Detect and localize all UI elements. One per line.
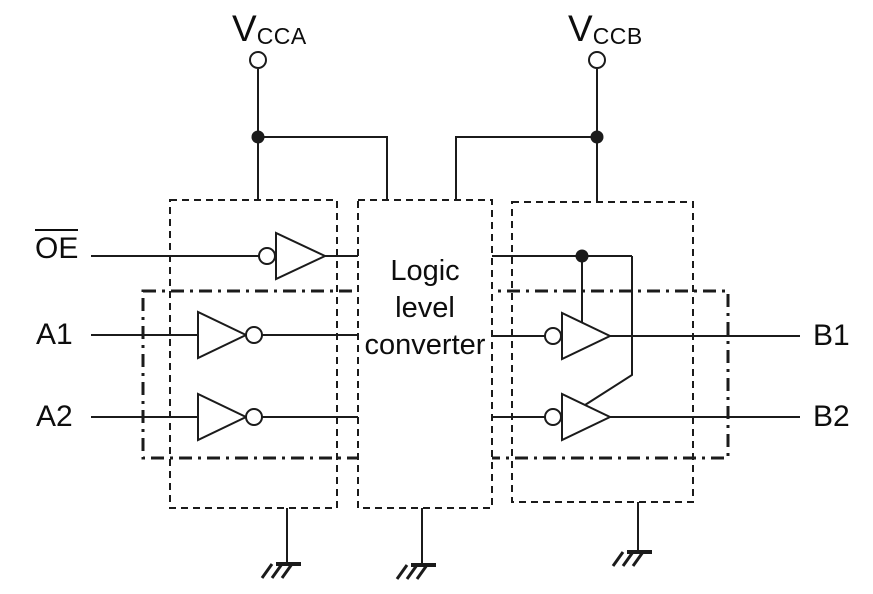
vccb-label: VCCB (568, 10, 643, 55)
vcca-branch-wire (258, 136, 388, 200)
ground-hatches (611, 551, 645, 567)
vccb-subscript: CCB (592, 23, 643, 49)
a1-port-label: A1 (36, 318, 73, 351)
ground-symbol-b-side (611, 502, 652, 567)
vcca-label: VCCA (232, 10, 307, 55)
ground-hatches (395, 564, 429, 580)
enable-junction-dot (575, 249, 589, 263)
a1-buffer (91, 310, 358, 360)
vccb-terminal-circle (588, 51, 606, 69)
vcca-subscript: CCA (256, 23, 307, 49)
a-side-dashed-box (169, 199, 338, 509)
vcca-supply-net (249, 51, 388, 200)
a2-port-label: A2 (36, 400, 73, 433)
b1-port-label: B1 (813, 319, 850, 352)
converter-label-line1: Logic (390, 255, 460, 287)
oe-enable-net (492, 249, 633, 406)
oe-port-label: OE (35, 229, 79, 266)
converter-dashed-box (357, 199, 493, 509)
b2-port-label: B2 (813, 400, 850, 433)
a2-buffer-bubble (245, 408, 263, 426)
oe-inverter-triangle (275, 231, 328, 281)
vcca-base: V (232, 8, 257, 49)
a1-buffer-triangle (197, 310, 249, 360)
b1-buffer-triangle (561, 311, 613, 361)
ground-hatches (260, 563, 294, 579)
vccb-junction-dot (590, 130, 604, 144)
vcca-terminal-circle (249, 51, 267, 69)
b2-buffer-triangle (561, 392, 613, 442)
vccb-branch-wire (455, 136, 597, 200)
vccb-supply-net (455, 51, 606, 202)
converter-label-line3: converter (364, 329, 486, 361)
ground-symbol-converter (395, 508, 436, 580)
converter-block-label: Logic level converter (358, 253, 492, 364)
b2-buffer-bubble (544, 408, 562, 426)
a1-buffer-bubble (245, 326, 263, 344)
vcca-junction-dot (251, 130, 265, 144)
oe-inverter (91, 231, 358, 281)
vccb-base: V (568, 8, 593, 49)
oe-inverter-bubble (258, 247, 276, 265)
b-side-dashed-box (511, 201, 694, 503)
converter-label-line2: level (395, 292, 455, 324)
b1-buffer (492, 311, 800, 361)
a2-buffer (91, 392, 358, 442)
ground-symbol-a-side (260, 508, 301, 579)
a2-buffer-triangle (197, 392, 249, 442)
oe-overlined-text: OE (35, 229, 79, 264)
b1-buffer-bubble (544, 327, 562, 345)
enable-b2-drop-wire (584, 256, 633, 406)
b2-buffer (492, 392, 800, 442)
